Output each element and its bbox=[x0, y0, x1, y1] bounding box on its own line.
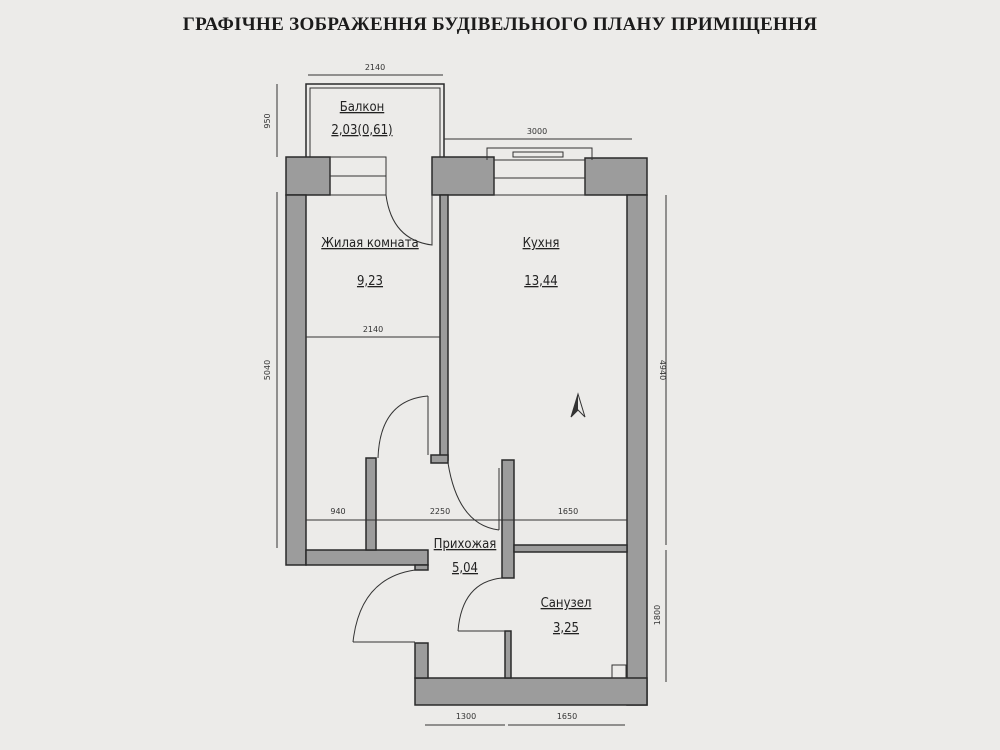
dim-right-lower-height: 1800 bbox=[653, 605, 662, 625]
windows bbox=[329, 147, 593, 196]
dim-1650: 1650 bbox=[558, 507, 578, 516]
dim-balcony-width: 2140 bbox=[365, 63, 385, 72]
dim-living-width: 2140 bbox=[363, 325, 383, 334]
balcony-area: 2,03(0,61) bbox=[331, 123, 392, 138]
hall-area: 5,04 bbox=[452, 561, 478, 576]
dim-left-height: 5040 bbox=[263, 360, 272, 380]
document-title: ГРАФІЧНЕ ЗОБРАЖЕННЯ БУДІВЕЛЬНОГО ПЛАНУ П… bbox=[182, 14, 818, 35]
walls bbox=[285, 156, 648, 706]
dim-940: 940 bbox=[330, 507, 345, 516]
north-arrow-icon bbox=[570, 392, 586, 418]
dim-right-upper-height: 4940 bbox=[658, 360, 667, 380]
balcony-label: Балкон bbox=[340, 100, 385, 115]
bathroom-label: Санузел bbox=[541, 596, 592, 611]
kitchen-label: Кухня bbox=[523, 236, 560, 251]
dim-2250: 2250 bbox=[430, 507, 450, 516]
dim-kitchen-width: 3000 bbox=[527, 127, 547, 136]
living-room-label: Жилая комната bbox=[321, 236, 418, 251]
balcony-outline bbox=[305, 83, 445, 157]
dim-bottom-1650: 1650 bbox=[557, 712, 577, 721]
living-room-area: 9,23 bbox=[357, 274, 383, 289]
hall-label: Прихожая bbox=[434, 537, 497, 552]
dim-balcony-depth: 950 bbox=[263, 113, 272, 128]
bathroom-area: 3,25 bbox=[553, 621, 579, 636]
dim-bottom-1300: 1300 bbox=[456, 712, 476, 721]
kitchen-area: 13,44 bbox=[524, 274, 557, 289]
doors bbox=[352, 194, 505, 643]
dimension-lines bbox=[276, 74, 667, 726]
